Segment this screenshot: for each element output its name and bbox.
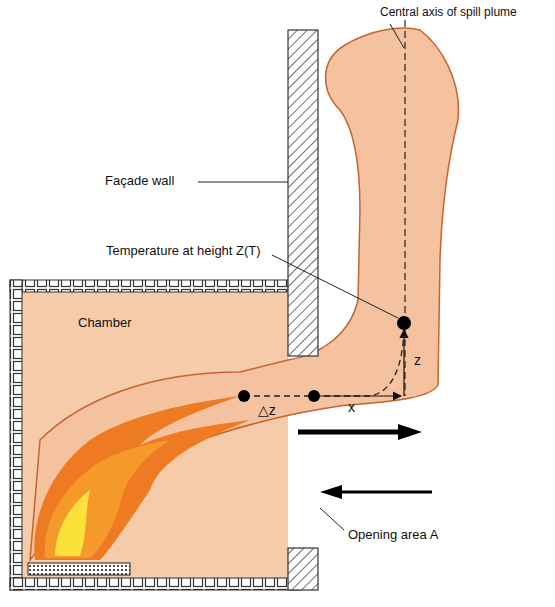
inflow-arrow bbox=[340, 491, 432, 494]
point-dot bbox=[238, 390, 250, 402]
facade-wall-upper bbox=[288, 30, 318, 356]
leader-line bbox=[390, 24, 404, 48]
chamber-floor bbox=[10, 578, 300, 590]
inflow-arrow-head bbox=[320, 485, 342, 499]
opening-label: Opening area A bbox=[346, 528, 440, 543]
outflow-arrow bbox=[298, 430, 400, 435]
leader-line bbox=[272, 255, 398, 318]
flame-inner bbox=[45, 440, 170, 558]
outflow-arrow-head bbox=[398, 424, 422, 440]
central-axis bbox=[404, 20, 405, 396]
point-dot bbox=[397, 316, 411, 330]
x-label: x bbox=[348, 399, 355, 415]
flame bbox=[34, 396, 250, 560]
spill-plume bbox=[30, 28, 458, 560]
leader-line bbox=[198, 182, 288, 183]
flame-core bbox=[55, 490, 90, 556]
chamber-ceiling bbox=[10, 280, 288, 292]
x-axis-arrow bbox=[314, 395, 401, 396]
facade-wall-lower bbox=[288, 548, 318, 590]
chamber-label: Chamber bbox=[78, 316, 131, 331]
leader-line bbox=[320, 508, 344, 530]
temperature-label: Temperature at height Z(T) bbox=[106, 244, 261, 259]
wall-label: Façade wall bbox=[105, 174, 174, 189]
z-label: z bbox=[414, 352, 421, 368]
delta-z-label: △z bbox=[258, 402, 276, 418]
point-dot bbox=[308, 390, 320, 402]
chamber-back-wall bbox=[10, 280, 22, 590]
z-axis-arrow bbox=[403, 330, 404, 396]
fuel-tray bbox=[28, 563, 130, 575]
axis-label: Central axis of spill plume bbox=[378, 6, 519, 20]
plume-trajectory bbox=[244, 323, 404, 396]
